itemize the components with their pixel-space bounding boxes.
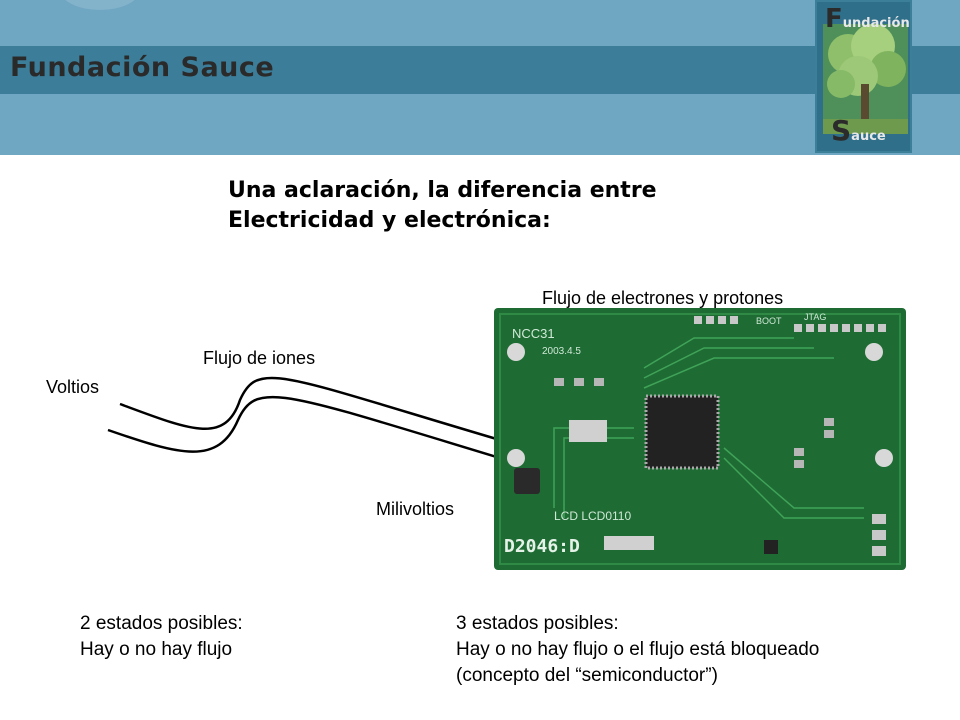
left-description: 2 estados posibles: Hay o no hay flujo: [80, 611, 243, 663]
header-swirl-decoration: [60, 0, 140, 10]
pcb-serial-label: D2046:D: [504, 536, 580, 557]
logo-bottom-text: Sauce: [831, 114, 886, 147]
title-line-2: Electricidad y electrónica:: [228, 208, 551, 233]
pcb-boot-label: BOOT: [756, 316, 782, 326]
label-voltios: Voltios: [46, 377, 100, 397]
header-band: [0, 46, 960, 94]
right-line-1: 3 estados posibles:: [456, 613, 619, 634]
logo-top-text: Fundación: [825, 4, 910, 34]
right-line-2: Hay o no hay flujo o el flujo está bloqu…: [456, 639, 820, 660]
circuit-board-image: NCC31 2003.4.5 BOOT JTAG LCD LCD0110 D20…: [494, 308, 906, 570]
brand-name: Fundación Sauce: [10, 52, 275, 83]
header-banner: Fundación Sauce Fundación Sauce: [0, 0, 960, 155]
slide-title: Una aclaración, la diferencia entre Elec…: [228, 176, 657, 236]
left-line-1: 2 estados posibles:: [80, 613, 243, 634]
right-description: 3 estados posibles: Hay o no hay flujo o…: [456, 611, 819, 689]
pcb-date-label: 2003.4.5: [542, 346, 581, 357]
right-line-3: (concepto del “semiconductor”): [456, 665, 718, 686]
title-line-1: Una aclaración, la diferencia entre: [228, 178, 657, 203]
label-flujo-iones: Flujo de iones: [203, 348, 316, 368]
tree-icon: [823, 24, 908, 134]
pcb-lcd-label: LCD LCD0110: [554, 509, 631, 523]
foundation-logo: Fundación Sauce: [815, 0, 912, 153]
label-milivoltios: Milivoltios: [376, 499, 455, 519]
left-line-2: Hay o no hay flujo: [80, 639, 233, 660]
pcb-jtag-label: JTAG: [804, 312, 826, 322]
label-flujo-electrones: Flujo de electrones y protones: [542, 288, 784, 308]
pcb-ncc-label: NCC31: [512, 326, 555, 341]
